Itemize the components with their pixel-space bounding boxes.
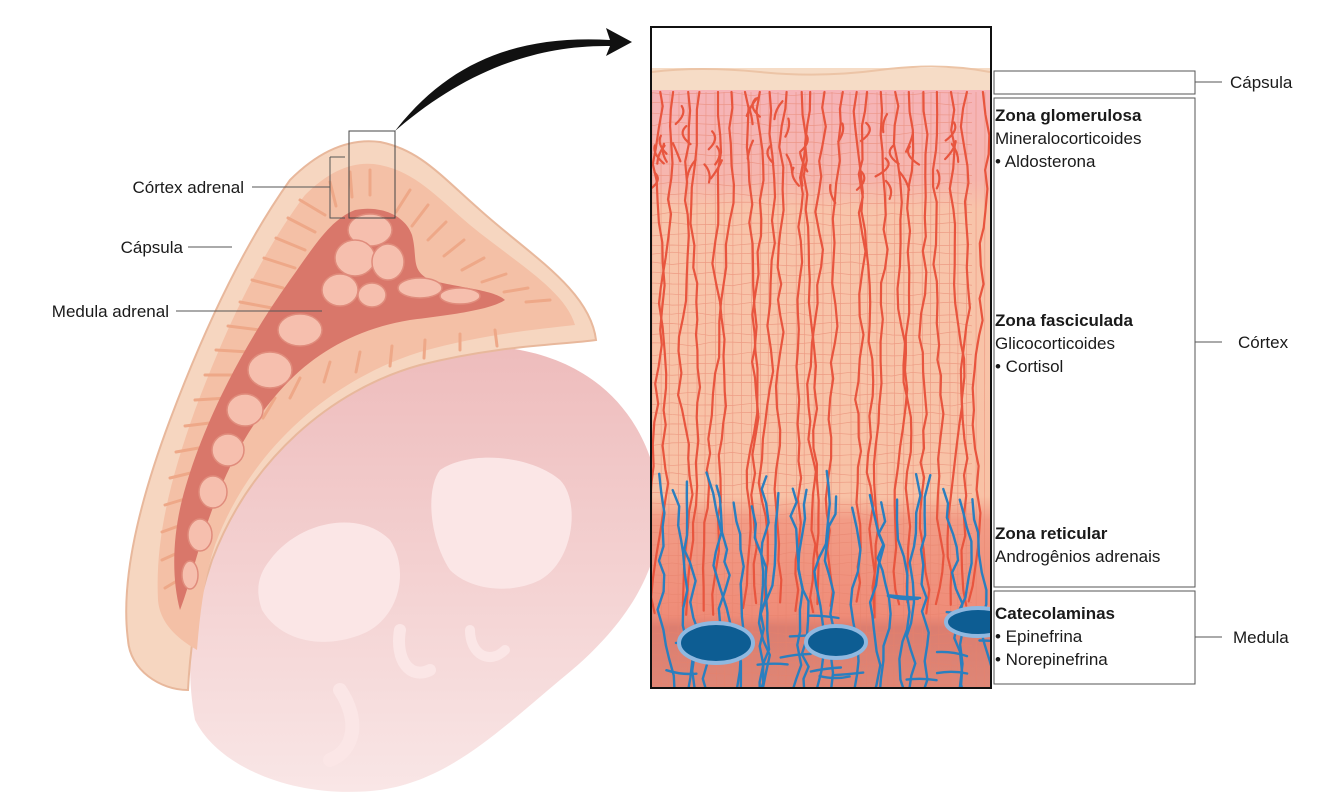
- medulla-label: Medula adrenal: [51, 302, 169, 321]
- zoom-arrow: [395, 28, 632, 131]
- epinephrine-item: • Epinefrina: [995, 627, 1083, 646]
- medulla-zone-label: Catecolaminas • Epinefrina • Norepinefri…: [995, 602, 1115, 671]
- zona-fasciculada-title: Zona fasciculada: [995, 311, 1133, 330]
- right-medulla-label: Medula: [1233, 628, 1289, 647]
- norepinephrine-item: • Norepinefrina: [995, 650, 1108, 669]
- adrenal-gland: [125, 140, 598, 692]
- zona-reticular-title: Zona reticular: [995, 524, 1108, 543]
- zona-glomerulosa-example: • Aldosterona: [995, 152, 1096, 171]
- zone-brackets: [993, 70, 1222, 685]
- kidney: [190, 345, 661, 792]
- right-cortex-label: Córtex: [1238, 333, 1289, 352]
- capsule-label: Cápsula: [120, 238, 183, 257]
- zona-glomerulosa-title: Zona glomerulosa: [995, 106, 1142, 125]
- zoom-indicator: [348, 130, 396, 219]
- zona-fasciculada-label: Zona fasciculada Glicocorticoides • Cort…: [995, 309, 1133, 378]
- zona-reticular-label: Zona reticular Androgênios adrenais: [995, 522, 1160, 568]
- right-capsule-label: Cápsula: [1230, 73, 1293, 92]
- zona-glomerulosa-hormone: Mineralocorticoides: [995, 129, 1142, 148]
- left-leader-lines: [176, 156, 345, 312]
- zona-fasciculada-example: • Cortisol: [995, 357, 1064, 376]
- histology-frame: [650, 26, 992, 689]
- histology-panel: [652, 28, 990, 687]
- medulla-vessels: [677, 606, 990, 665]
- catecholamines-title: Catecolaminas: [995, 604, 1115, 623]
- zona-glomerulosa-label: Zona glomerulosa Mineralocorticoides • A…: [995, 104, 1141, 173]
- cortex-label: Córtex adrenal: [132, 178, 244, 197]
- zona-fasciculada-hormone: Glicocorticoides: [995, 334, 1115, 353]
- zona-reticular-hormone: Androgênios adrenais: [995, 547, 1161, 566]
